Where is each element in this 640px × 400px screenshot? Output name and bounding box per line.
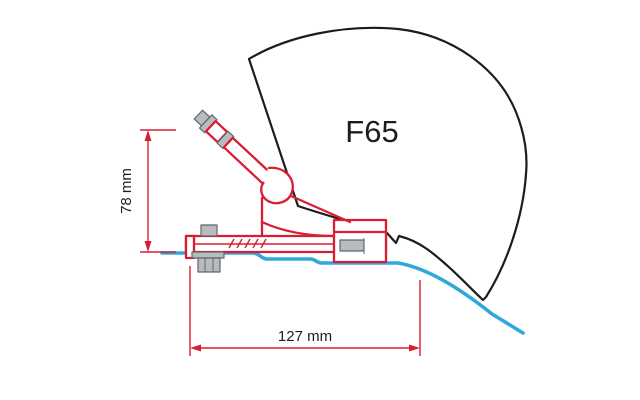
hatch-mark [260, 238, 267, 249]
width-dimension-label: 127 mm [278, 328, 332, 345]
awning-case-outline-path [247, 26, 528, 302]
rail-bolt-nut [200, 224, 218, 237]
rail-bolt-washer [191, 251, 225, 259]
arrow-left-icon [190, 344, 201, 352]
width-dimension: 127 mm [189, 266, 421, 356]
bracket-rail-end-plate [184, 234, 196, 260]
upper-bolt-assembly [193, 109, 277, 189]
clamp-bolt [339, 239, 365, 252]
rail-bolt [191, 224, 225, 273]
rail-bolt-hex-head [197, 257, 221, 273]
roof-profile-line [160, 251, 525, 335]
awning-case: F65 [247, 26, 528, 302]
bracket-rail-hatching [228, 238, 267, 249]
hatch-mark [244, 238, 251, 249]
bracket-knuckle [260, 166, 294, 205]
bracket-brace-inner [260, 220, 336, 238]
hatch-mark [236, 238, 243, 249]
product-label: F65 [345, 114, 398, 149]
arrow-up-icon [144, 130, 152, 141]
hatch-mark [228, 238, 235, 249]
roof-profile [160, 251, 525, 335]
height-dimension-label: 78 mm [118, 168, 135, 214]
bracket-brace [289, 194, 352, 224]
height-dimension: 78 mm [118, 129, 176, 253]
arrow-down-icon [144, 241, 152, 252]
hatch-mark [252, 238, 259, 249]
arrow-right-icon [409, 344, 420, 352]
adapter-bracket [184, 109, 388, 273]
